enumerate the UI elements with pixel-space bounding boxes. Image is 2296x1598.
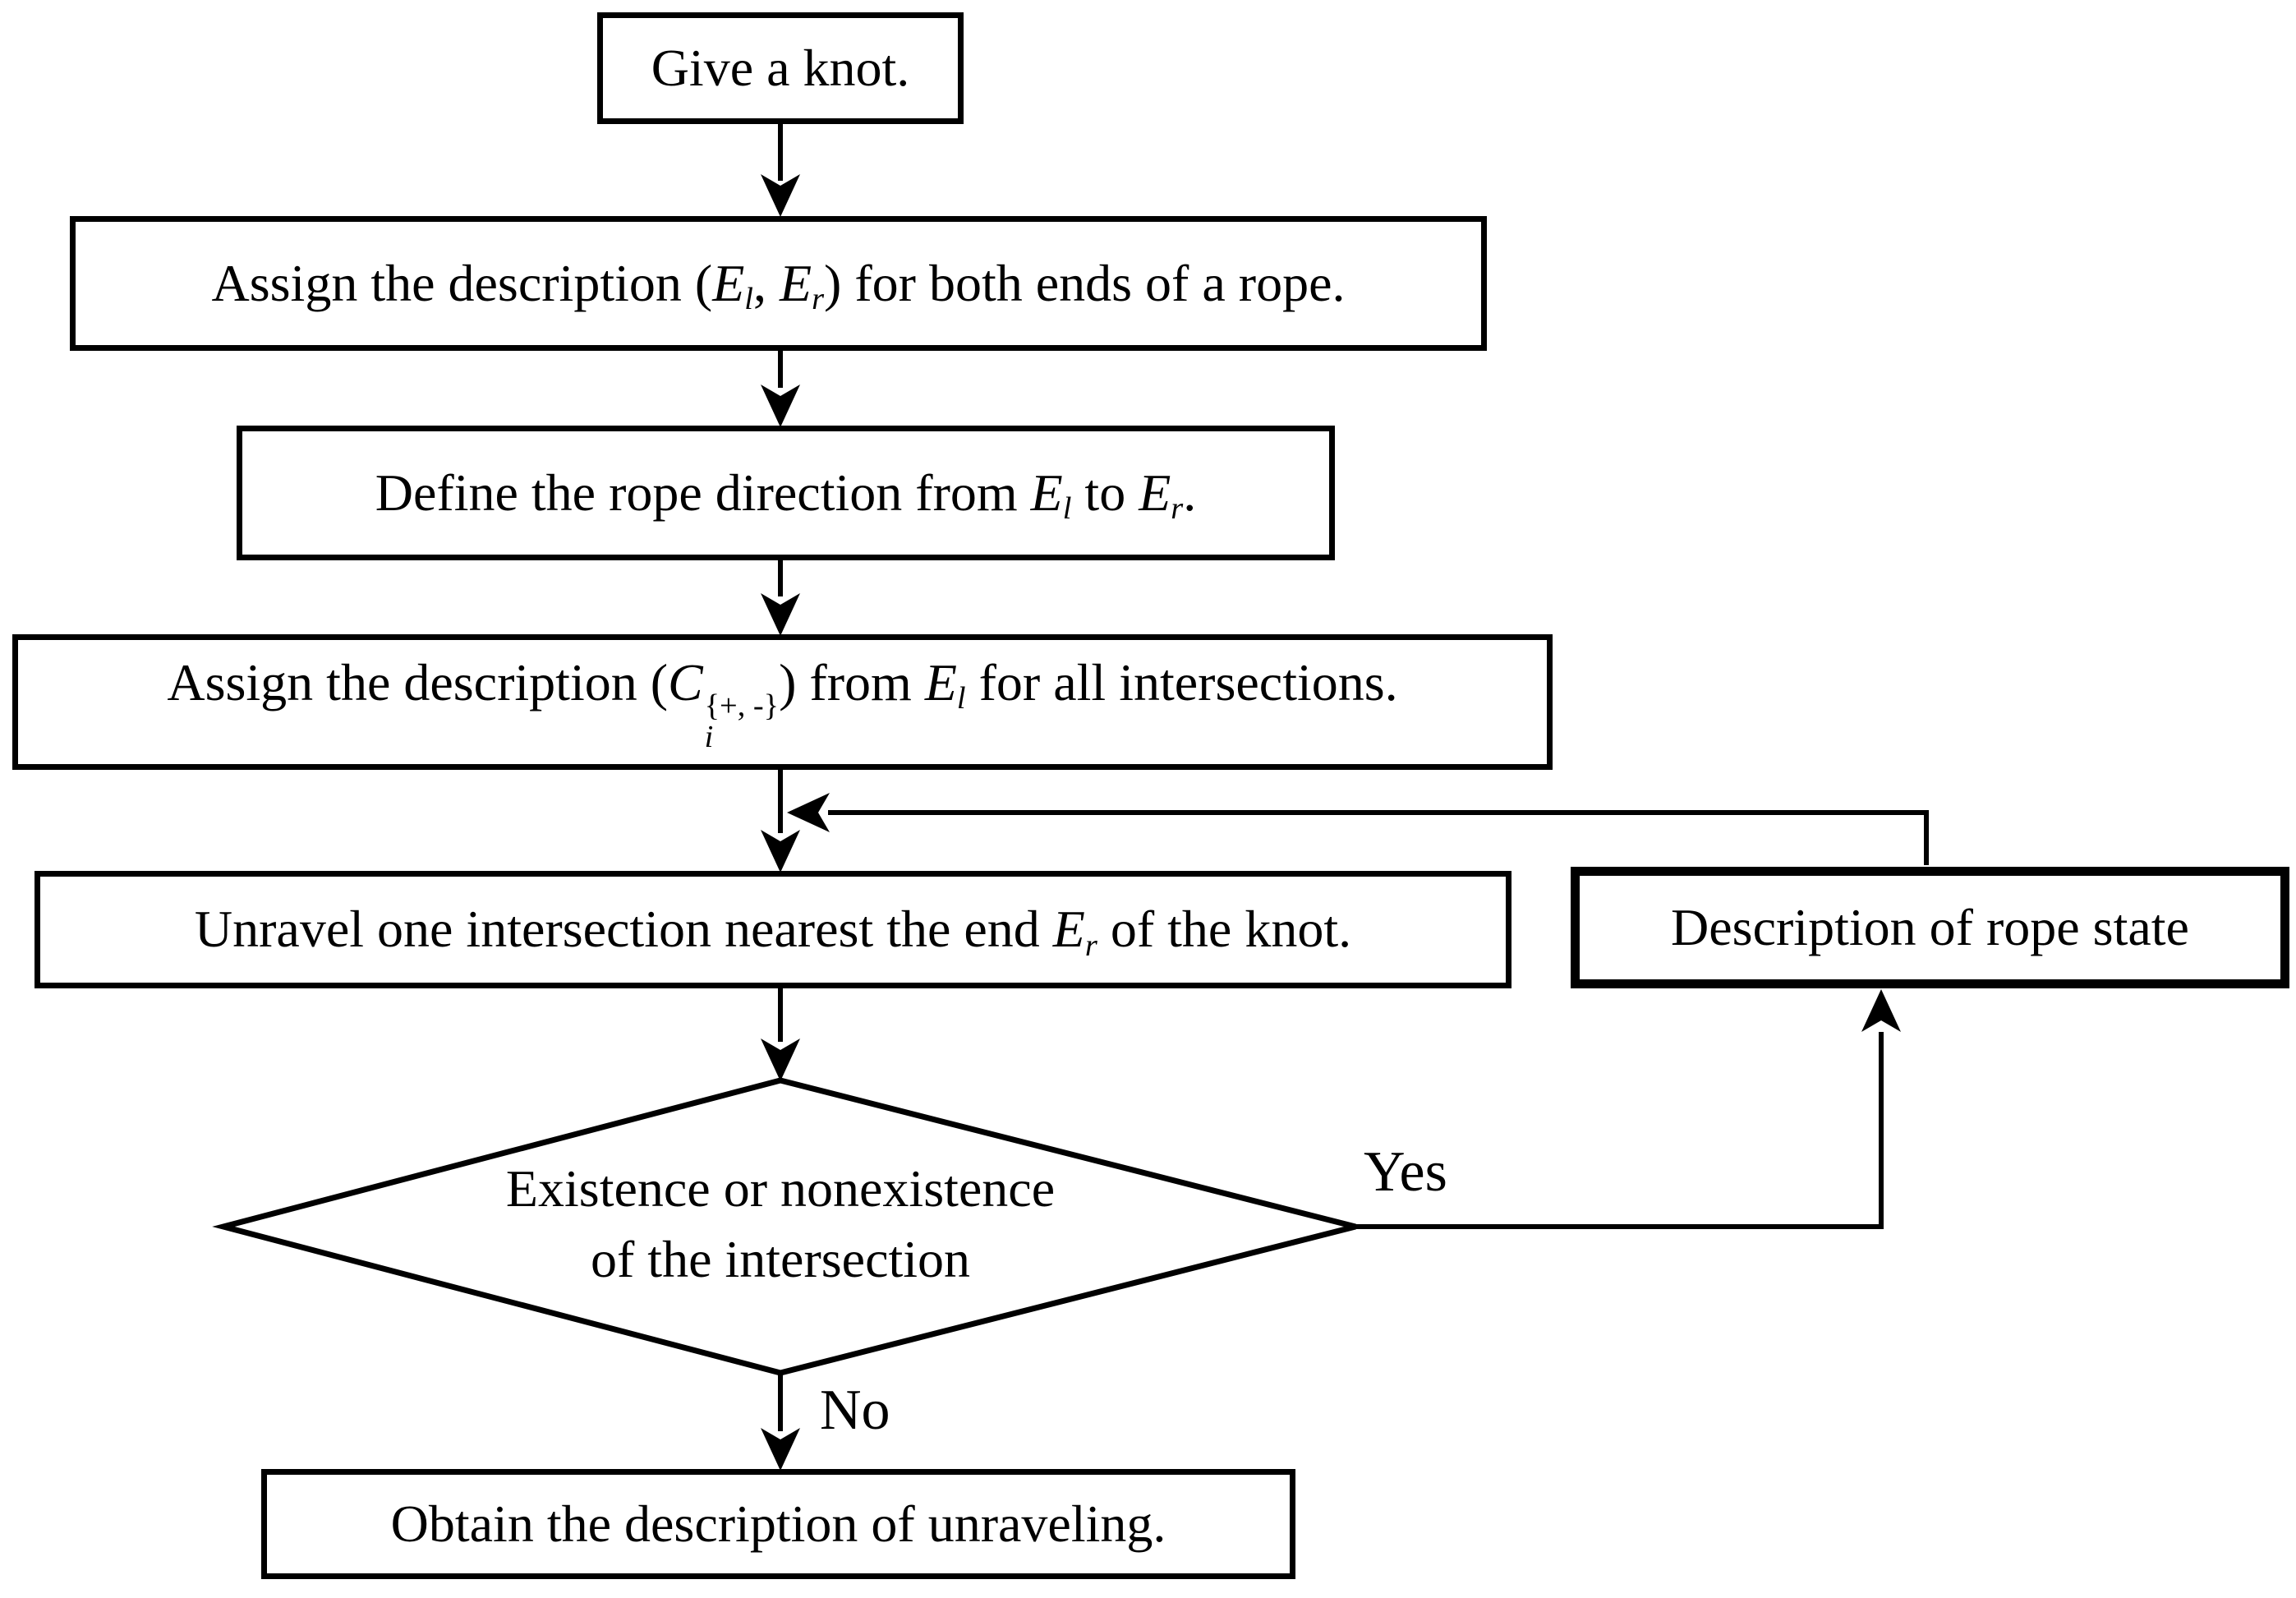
decision-line-1: Existence or nonexistence xyxy=(505,1158,1056,1218)
arrowhead-down-icon xyxy=(761,1038,800,1081)
math-subsup: {+, -}i xyxy=(704,688,780,755)
yes-branch-label: Yes xyxy=(1364,1140,1447,1204)
node-obtain-description: Obtain the description of unraveling. xyxy=(261,1469,1295,1579)
math-sub-r: r xyxy=(812,282,825,317)
math-sub-r: r xyxy=(1171,491,1184,527)
text-segment: for all intersections. xyxy=(965,652,1398,712)
math-var-E: E xyxy=(1052,900,1085,959)
node-give-knot-label: Give a knot. xyxy=(651,38,910,97)
math-var-C: C xyxy=(668,652,703,712)
arrowhead-down-icon xyxy=(761,593,800,636)
node-give-knot: Give a knot. xyxy=(597,12,964,124)
math-sub-l: l xyxy=(956,681,966,716)
text-segment: Define the rope direction from xyxy=(375,463,1031,522)
node-unravel: Unravel one intersection nearest the end… xyxy=(35,871,1511,988)
math-sub-r: r xyxy=(1084,928,1097,963)
arrowhead-down-icon xyxy=(761,830,800,873)
arrowhead-left-icon xyxy=(787,793,830,832)
text-segment: Assign the description ( xyxy=(167,652,669,712)
text-segment: . xyxy=(1183,463,1197,522)
node-decision-label: Existence or nonexistence of the interse… xyxy=(370,1134,1191,1315)
no-branch-label: No xyxy=(820,1379,890,1442)
node-obtain-description-label: Obtain the description of unraveling. xyxy=(390,1494,1166,1553)
math-var-E: E xyxy=(924,652,957,712)
math-var-E: E xyxy=(712,253,745,312)
math-sub-i: i xyxy=(704,720,714,755)
text-segment: of the knot. xyxy=(1097,900,1352,959)
text-segment: Assign the description ( xyxy=(211,253,713,312)
arrowhead-down-icon xyxy=(761,174,800,217)
node-assign-intersections-label: Assign the description (C{+, -}i) from E… xyxy=(167,652,1397,753)
text-segment: Unravel one intersection nearest the end xyxy=(194,900,1053,959)
node-rope-state-label: Description of rope state xyxy=(1671,897,2189,956)
node-define-direction: Define the rope direction from El to Er. xyxy=(237,426,1335,560)
node-unravel-label: Unravel one intersection nearest the end… xyxy=(195,898,1351,961)
arrowhead-down-icon xyxy=(761,1428,800,1471)
decision-line-2: of the intersection xyxy=(590,1230,971,1288)
node-define-direction-label: Define the rope direction from El to Er. xyxy=(375,462,1197,525)
node-assign-ends-label: Assign the description (El, Er) for both… xyxy=(212,252,1346,315)
feedback-line-rope-state xyxy=(828,810,1929,865)
arrowhead-up-icon xyxy=(1861,989,1901,1032)
node-rope-state: Description of rope state xyxy=(1571,867,2289,988)
node-assign-ends: Assign the description (El, Er) for both… xyxy=(70,216,1487,351)
math-var-E: E xyxy=(779,253,812,312)
arrowhead-down-icon xyxy=(761,385,800,427)
text-segment: to xyxy=(1071,463,1139,522)
math-var-E: E xyxy=(1139,463,1171,522)
text-segment: ) from xyxy=(779,652,925,712)
yes-branch-line xyxy=(1355,1032,1884,1229)
math-sub-l: l xyxy=(744,282,753,317)
math-var-E: E xyxy=(1030,463,1063,522)
math-sub-l: l xyxy=(1062,491,1072,527)
text-segment: ) for both ends of a rope. xyxy=(824,253,1346,312)
text-segment: , xyxy=(752,253,780,312)
node-assign-intersections: Assign the description (C{+, -}i) from E… xyxy=(12,634,1553,770)
math-sup-plus-minus: {+, -} xyxy=(704,688,780,723)
